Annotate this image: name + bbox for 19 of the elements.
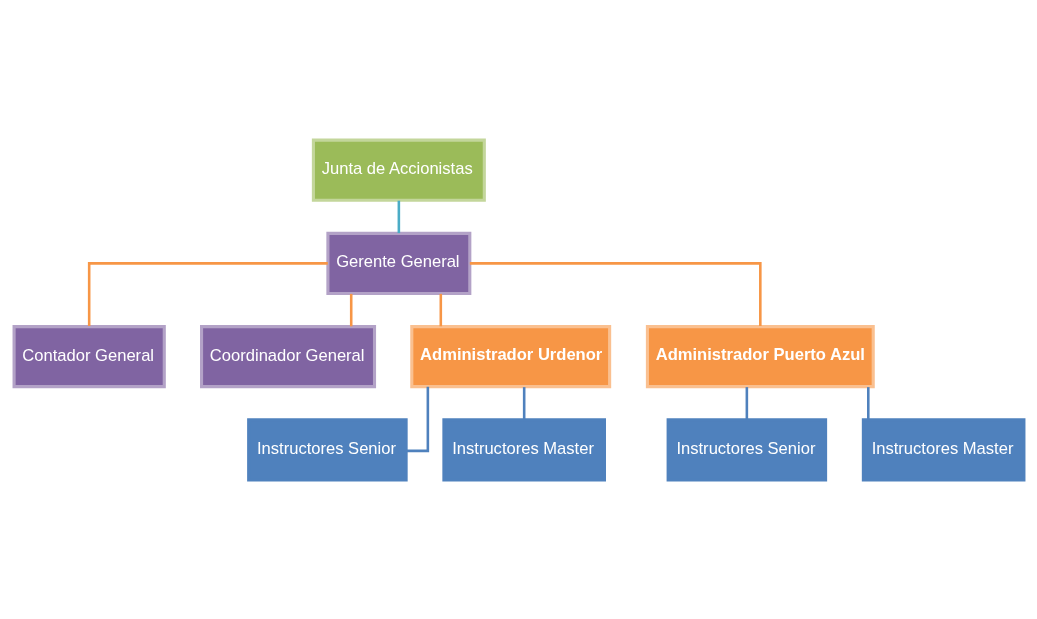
node-box: Contador General bbox=[12, 324, 166, 388]
connector bbox=[745, 386, 748, 420]
connector bbox=[87, 261, 328, 326]
node-box: Junta de Accionistas bbox=[311, 138, 486, 202]
node-box: Instructores Senior bbox=[666, 417, 827, 481]
connector bbox=[406, 386, 429, 452]
node-box: Instructores Master bbox=[861, 417, 1025, 481]
node-box: Administrador Puerto Azul bbox=[645, 324, 875, 388]
node-box: Coordinador General bbox=[199, 324, 376, 388]
connector bbox=[349, 293, 352, 326]
node-box: Instructores Senior bbox=[246, 417, 408, 481]
connector bbox=[522, 386, 525, 420]
connector bbox=[439, 293, 442, 326]
node-box: Administrador Urdenor bbox=[409, 324, 611, 388]
connector bbox=[397, 200, 400, 233]
node-box: Gerente General bbox=[325, 231, 471, 295]
connector bbox=[866, 386, 870, 420]
node-box: Instructores Master bbox=[441, 417, 606, 481]
connector bbox=[469, 261, 762, 326]
